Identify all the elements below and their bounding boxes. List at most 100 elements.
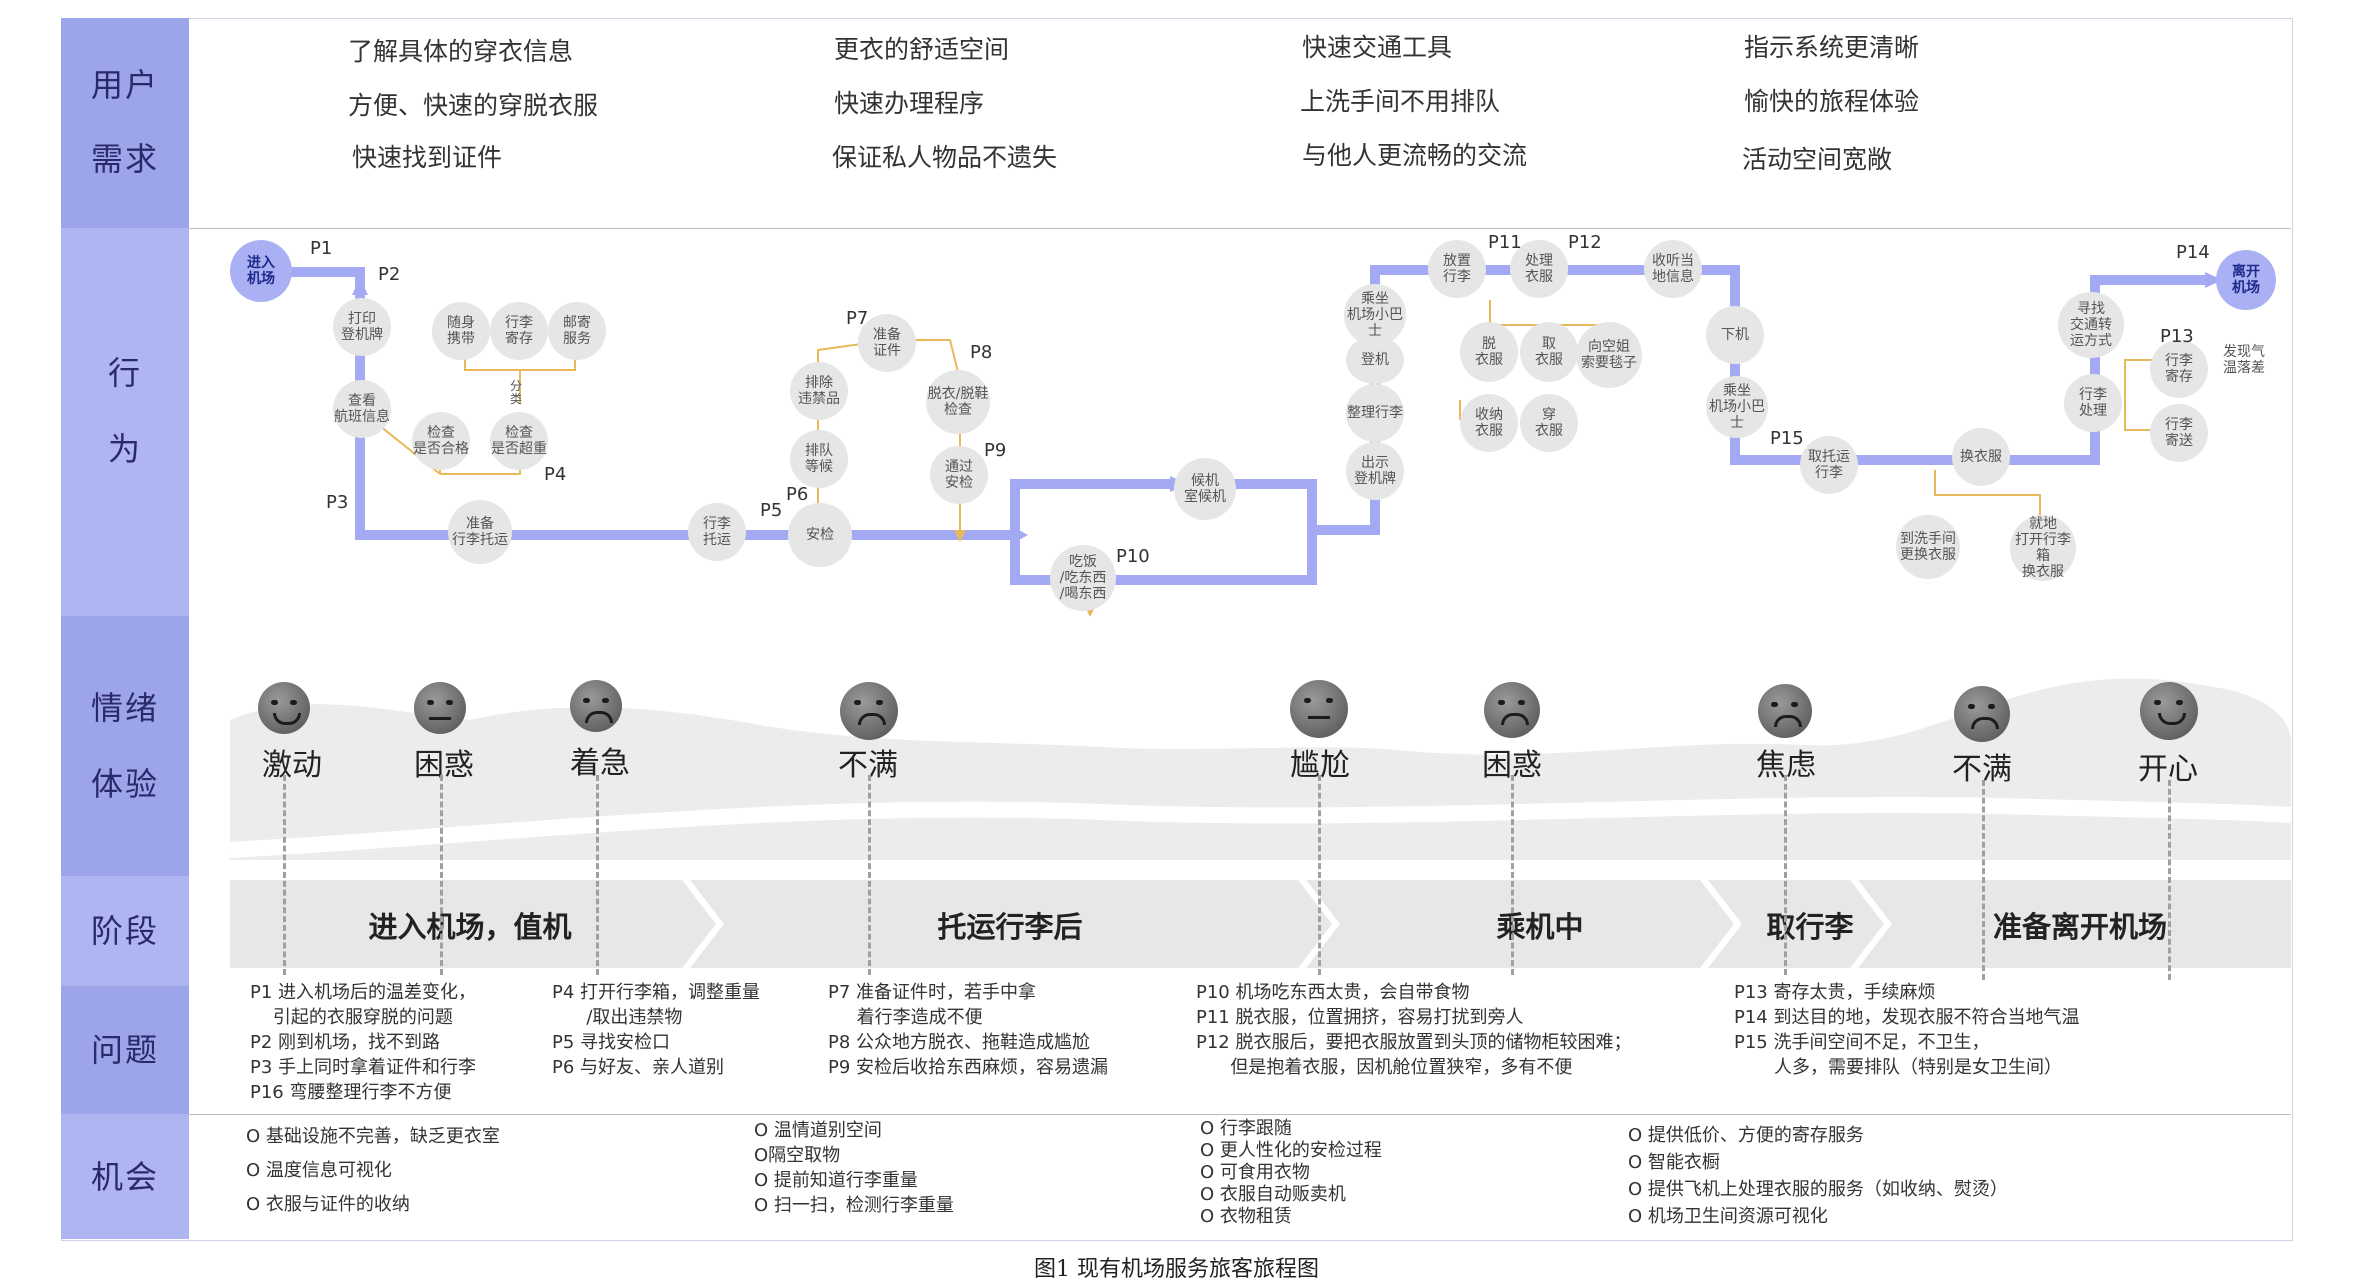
node-store-clothes: 收纳 衣服 [1460,394,1518,452]
need-item: 更衣的舒适空间 [834,35,1010,64]
emotion-label: 着急 [570,746,630,781]
emotion-dropline [283,775,286,975]
problem-marker: P5 [760,500,783,521]
problem-marker: P1 [310,238,333,259]
figure-caption: 图1 现有机场服务旅客旅程图 [1034,1257,1319,1282]
stage-label: 取行李 [1766,910,1854,944]
emotion-face-confused-2 [1484,682,1540,738]
stage-label: 乘机中 [1496,910,1584,944]
emotion-highlight [229,797,2292,858]
node-find-transport: 寻找 交通转 运方式 [2058,292,2124,358]
emotion-face-confused [414,682,466,734]
node-carry-on: 随身 携带 [432,302,490,360]
branch-arrowhead [954,530,966,542]
row-label-opportunity: 机会 [90,1158,159,1196]
node-leave-airport: 离开 机场 [2216,250,2276,310]
emotion-dropline [2168,780,2171,980]
need-item: 快速办理程序 [834,89,985,118]
flow-arrowhead [1010,525,1028,545]
stage-label: 进入机场，值机 [368,910,572,944]
node-boarding: 登机 [1346,336,1404,384]
need-item: 活动空间宽敞 [1742,145,1893,174]
stage-chevron [1306,880,1734,968]
node-luggage-checkin: 行李 托运 [688,503,746,561]
emotion-dropline [1511,775,1514,975]
emotion-label: 困惑 [414,748,474,783]
row-band-opportunity [61,1114,189,1239]
problem-marker: P7 [846,308,869,329]
node-enter-airport: 进入 机场 [230,240,292,302]
node-label-classify: 分 类 [510,379,523,406]
problem-marker: P14 [2176,242,2210,263]
emotion-dropline [1982,780,1985,980]
node-pass-security: 通过 安检 [930,446,988,504]
node-mail-service: 邮寄 服务 [548,302,606,360]
problem-block: P10 机场吃东西太贵，会自带食物 P11 脱衣服，位置拥挤，容易打扰到旁人 P… [1196,982,1632,1078]
stage-chevron [1858,880,2291,968]
need-item: 保证私人物品不遗失 [832,143,1058,172]
node-print-boarding-pass: 打印 登机牌 [333,298,391,356]
problem-block: P7 准备证件时，若手中拿 着行李造成不便 P8 公众地方脱衣、拖鞋造成尴尬 P… [828,982,1109,1078]
problem-marker: P9 [984,440,1007,461]
node-prepare-documents: 准备 证件 [858,314,916,372]
emotion-face-happy [2140,682,2198,740]
opportunity-block: O 温情道别空间 O隔空取物 O 提前知道行李重量 O 扫一扫，检测行李重量 [754,1120,954,1216]
node-remove-prohibited: 排除 违禁品 [790,362,848,420]
need-item: 快速找到证件 [352,143,503,172]
emotion-dropline [440,775,443,975]
node-shuttle-bus: 乘坐 机场小巴士 [1344,284,1406,346]
node-take-clothes: 取 衣服 [1520,322,1578,382]
row-label-needs: 用户 需求 [90,66,159,178]
opportunity-block: O 行李跟随 O 更人性化的安检过程 O 可食用衣物 O 衣服自动贩卖机 O 衣… [1200,1118,1382,1227]
row-band-problem [61,986,189,1114]
need-item: 了解具体的穿衣信息 [348,37,574,66]
emotion-face-worried [1758,684,1812,738]
node-luggage-deposit: 行李 寄存 [2150,340,2208,398]
emotion-label: 激动 [262,748,322,783]
flow-line-checkin [262,267,1005,540]
opportunity-block: O 基础设施不完善，缺乏更衣室 O 温度信息可视化 O 衣服与证件的收纳 [246,1126,500,1215]
node-take-off-clothes: 脱 衣服 [1460,322,1518,382]
node-open-suitcase-change: 就地 打开行李箱 换衣服 [2010,515,2076,581]
node-restroom-change: 到洗手间 更换衣服 [1896,515,1960,579]
problem-block: P13 寄存太贵，手续麻烦 P14 到达目的地，发现衣服不符合当地气温 P15 … [1734,982,2080,1078]
node-luggage-handling: 行李 处理 [2064,374,2122,432]
stage-label: 准备离开机场 [1992,910,2167,944]
node-prepare-checkin: 准备 行李托运 [448,500,512,564]
problem-marker: P15 [1770,428,1804,449]
node-place-luggage: 放置 行李 [1428,240,1486,298]
need-item: 与他人更流畅的交流 [1302,141,1528,170]
row-label-emotion: 情绪 体验 [90,689,159,803]
emotion-face-dissatisfied [840,682,898,740]
node-claim-luggage: 取托运 行李 [1800,436,1858,494]
node-deplane: 下机 [1706,306,1764,364]
node-waiting-room: 候机 室候机 [1174,458,1236,520]
problem-block: P1 进入机场后的温差变化， 引起的衣服穿脱的问题 P2 刚到机场，找不到路 P… [250,982,477,1103]
problem-marker: P2 [378,264,401,285]
problem-marker: P12 [1568,232,1602,253]
stage-chevron [1708,880,1884,968]
need-item: 愉快的旅程体验 [1744,87,1920,116]
row-band-needs [61,18,189,228]
node-eat-drink: 吃饭 /吃东西 /喝东西 [1050,545,1116,611]
problem-marker: P11 [1488,232,1522,253]
problem-block: P4 打开行李箱，调整重量 /取出违禁物 P5 寻找安检口 P6 与好友、亲人道… [552,982,761,1078]
node-handle-clothes: 处理 衣服 [1510,240,1568,298]
emotion-face-excited [258,682,310,734]
need-item: 指示系统更清晰 [1744,33,1920,62]
row-band-emotion [61,616,189,876]
emotion-face-dissatisfied-2 [1954,686,2010,742]
emotion-face-anxious [570,680,622,732]
opportunity-block: O 提供低价、方便的寄存服务 O 智能衣橱 O 提供飞机上处理衣服的服务（如收纳… [1628,1125,2008,1227]
node-temperature-gap: 发现气 温落差 [2223,344,2265,376]
node-security: 安检 [788,503,852,567]
problem-marker: P13 [2160,326,2194,347]
row-label-problem: 问题 [90,1031,159,1069]
emotion-dropline [1784,775,1787,975]
problem-marker: P6 [786,484,809,505]
node-check-overweight: 检查 是否超重 [490,412,548,470]
row-band-stage [61,876,189,986]
stage-label: 托运行李后 [937,910,1083,944]
problem-marker: P8 [970,342,993,363]
node-local-info: 收听当 地信息 [1644,240,1702,298]
